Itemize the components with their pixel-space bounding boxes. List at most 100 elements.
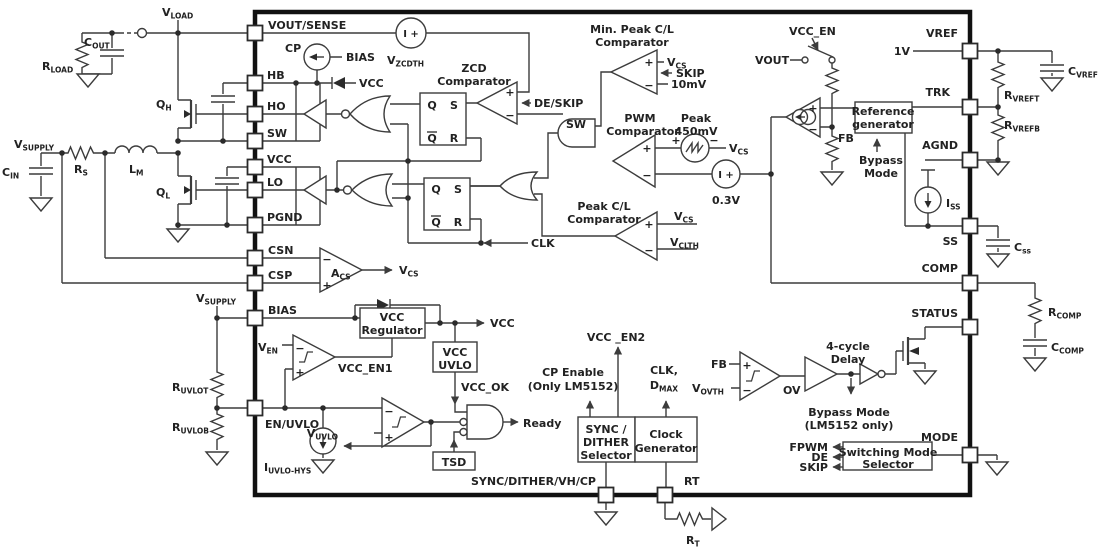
offset-isrc-label: I +	[718, 170, 734, 181]
tsd-label: TSD	[442, 456, 467, 469]
bypass-mode-line2: Mode	[864, 167, 898, 180]
pin-comp	[961, 274, 979, 292]
iss-current-source	[914, 186, 942, 214]
vcc-en2-label: VCC _EN2	[587, 331, 645, 344]
pin-label-vcc: VCC	[267, 153, 292, 166]
one-v-label: 1V	[894, 45, 911, 58]
peakcl-minus: −	[644, 244, 653, 257]
minpeak-title2: Comparator	[595, 36, 669, 49]
pin-hb	[246, 74, 264, 92]
rs-label: RS	[74, 163, 88, 178]
bootstrap-vcc-label: VCC	[359, 77, 384, 90]
iuvlo-ground	[311, 459, 335, 474]
ramp-generator	[680, 133, 710, 163]
pin-pgnd	[246, 216, 264, 234]
clk-out-label: CLK,	[650, 364, 678, 377]
vzcdth-source	[395, 17, 427, 49]
sync-ground	[594, 511, 618, 526]
zcd-title2: Comparator	[437, 75, 511, 88]
ov-plus: +	[742, 359, 751, 372]
pin-label-csp: CSP	[268, 269, 292, 282]
peakcl-vcs-label: VCS	[674, 210, 694, 225]
pin-label-vout-sense: VOUT/SENSE	[268, 19, 346, 32]
ramp-minus: −	[709, 134, 718, 147]
agnd-ground	[986, 161, 1010, 176]
pin-rt	[656, 486, 674, 504]
pin-label-trk: TRK	[926, 86, 951, 99]
ff1-r: R	[450, 132, 459, 145]
ov-minus: −	[742, 384, 751, 397]
vzcdth-label: VZCDTH	[387, 54, 424, 69]
switching-selector-line1: Switching Mode	[839, 446, 938, 459]
pin-csn	[246, 249, 264, 267]
minpeak-plus: +	[644, 56, 653, 69]
minpeak-skip-label: SKIP	[676, 67, 705, 80]
lo-driver-buffer	[302, 174, 327, 206]
pin-vout-sense	[246, 24, 264, 42]
vovth-label: VOVTH	[692, 382, 724, 397]
ruvlot-label: RUVLOT	[172, 381, 209, 396]
components	[29, 17, 1064, 532]
pin-label-bias: BIAS	[268, 304, 297, 317]
pin-label-status: STATUS	[911, 307, 958, 320]
ql-ground	[166, 228, 190, 243]
vout-label: VOUT	[755, 54, 790, 67]
vcc-ok-label: VCC_OK	[461, 381, 510, 394]
fb-label: FB	[838, 132, 854, 145]
set-or-gate	[499, 171, 539, 201]
pin-sync	[597, 486, 615, 504]
de-skip-label: DE/SKIP	[534, 97, 583, 110]
rs-resistor	[65, 146, 97, 160]
acs-vcs-label: VCS	[399, 264, 419, 279]
zcd-sw-label: SW	[566, 118, 586, 131]
ff2-qbar: Q	[431, 216, 440, 229]
ov-comparator	[739, 350, 782, 402]
ic-pins	[246, 24, 979, 504]
zcd-title1: ZCD	[461, 62, 486, 75]
ho-nor-gate	[340, 95, 392, 133]
zcd-sr-flipflop	[419, 92, 467, 146]
vsupply-label: VSUPPLY	[14, 138, 55, 153]
pin-ss	[961, 217, 979, 235]
pin-status	[961, 318, 979, 336]
vout-terminal	[136, 27, 148, 39]
minpeak-th-label: 10mV	[671, 78, 707, 91]
pin-agnd	[961, 151, 979, 169]
pin-label-sw: SW	[267, 127, 287, 140]
rload-ground	[76, 73, 100, 88]
fb-divider-ground	[820, 171, 844, 186]
iuvlo-hys-current-source	[309, 427, 337, 455]
sync-dither-selector-box	[577, 416, 636, 463]
rvrefb-resistor	[991, 112, 1005, 144]
ruvlob-resistor	[210, 411, 224, 443]
cvref-ground	[1040, 77, 1064, 92]
refgen-line2: generator	[852, 118, 914, 131]
ff1-qbar: Q	[427, 132, 436, 145]
ff2-s: S	[454, 183, 462, 196]
pin-label-ss: SS	[943, 235, 958, 248]
pin-label-sync: SYNC/DITHER/VH/CP	[471, 475, 596, 488]
iuvlo-hys-label: IUVLO-HYS	[264, 461, 311, 476]
skip-label: SKIP	[799, 461, 828, 474]
ff2-q: Q	[431, 183, 440, 196]
vcc-en-label: VCC_EN	[789, 25, 836, 38]
dmax-label: DMAX	[650, 379, 678, 394]
pwm-minus: −	[642, 169, 651, 182]
vuvlo-plus: +	[384, 431, 393, 444]
sync-selector-line3: Selector	[580, 449, 632, 462]
ho-driver-buffer	[302, 98, 327, 130]
pin-label-agnd: AGND	[922, 139, 958, 152]
ff1-s: S	[450, 99, 458, 112]
rcomp-resistor	[1028, 295, 1042, 327]
cp-enable-line2: (Only LM5152)	[528, 380, 619, 393]
acs-minus: −	[322, 253, 331, 266]
fb-divider-top-resistor	[825, 65, 839, 97]
refgen-line1: Reference	[852, 105, 915, 118]
pin-label-hb: HB	[267, 69, 285, 82]
vcc-uvlo-box	[432, 341, 478, 373]
ff2-r: R	[454, 216, 463, 229]
pin-label-rt: RT	[684, 475, 700, 488]
labels: VLOAD COUT RLOAD VSUPPLY CIN RS LM QH QL…	[2, 6, 1098, 549]
vcc-uvlo-line2: UVLO	[438, 359, 471, 372]
